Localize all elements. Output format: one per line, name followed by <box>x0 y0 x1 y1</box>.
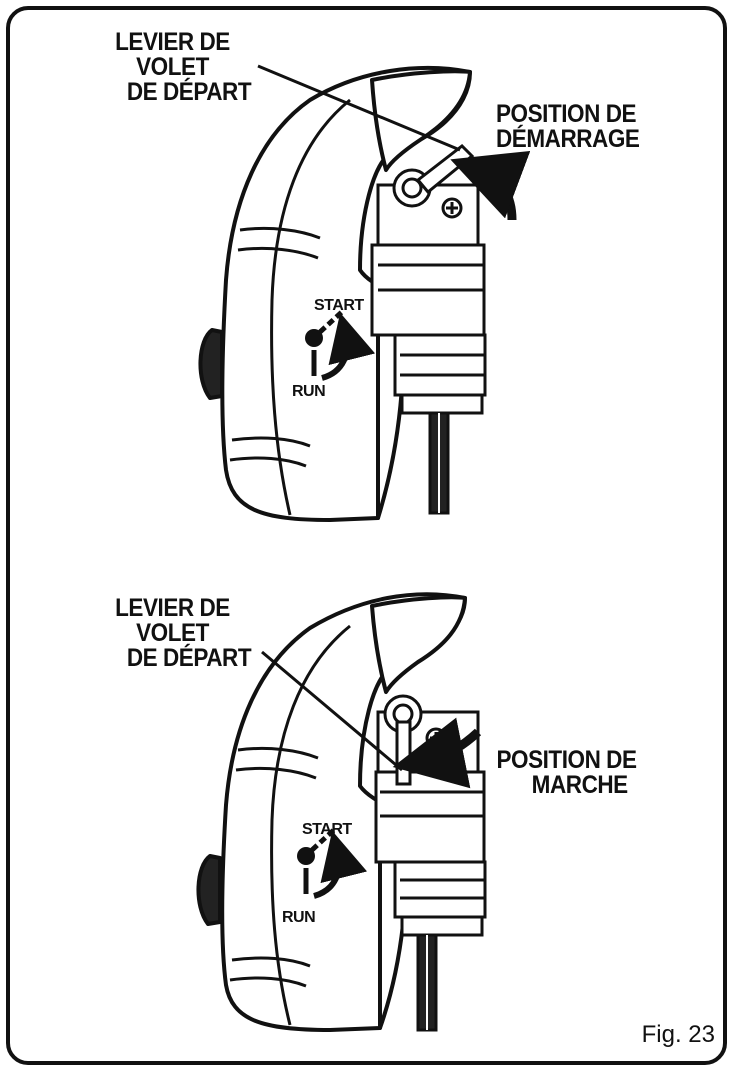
bottom-dial-run-label: RUN <box>282 909 316 926</box>
top-position-label-line1: POSITION DE <box>496 100 637 128</box>
top-lever-label: LEVIER DE VOLET DE DÉPART <box>78 30 288 105</box>
top-engine-housing <box>198 65 472 522</box>
bottom-lever-label-line1: LEVIER DE VOLET <box>115 594 230 647</box>
top-lever-leader <box>257 64 461 152</box>
bottom-position-label: POSITION DE MARCHE <box>490 748 660 798</box>
top-carburetor <box>370 144 487 515</box>
bottom-position-label-line1: POSITION DE <box>496 746 637 774</box>
top-dial-run-label: RUN <box>292 383 326 400</box>
bottom-start-run-dial-icon <box>297 826 368 899</box>
bottom-engine-housing <box>196 592 467 1032</box>
figure-caption: Fig. 23 <box>641 1021 715 1048</box>
top-lever-label-line2: DE DÉPART <box>126 78 252 106</box>
bottom-position-label-line2: MARCHE <box>531 771 628 799</box>
top-position-label-line2: DÉMARRAGE <box>496 125 640 153</box>
figure-frame <box>6 6 727 1065</box>
bottom-lever-label: LEVIER DE VOLET DE DÉPART <box>78 596 288 671</box>
top-dial-start-label: START <box>314 297 364 314</box>
curved-arrow-icon <box>392 717 482 789</box>
top-start-run-dial-icon <box>305 308 376 381</box>
bottom-lever-leader <box>261 650 403 772</box>
bottom-dial-start-label: START <box>302 821 352 838</box>
bottom-lever-label-line2: DE DÉPART <box>126 644 252 672</box>
top-position-label: POSITION DE DÉMARRAGE <box>496 102 666 152</box>
curved-arrow-icon <box>450 150 531 221</box>
top-lever-label-line1: LEVIER DE VOLET <box>115 28 230 81</box>
